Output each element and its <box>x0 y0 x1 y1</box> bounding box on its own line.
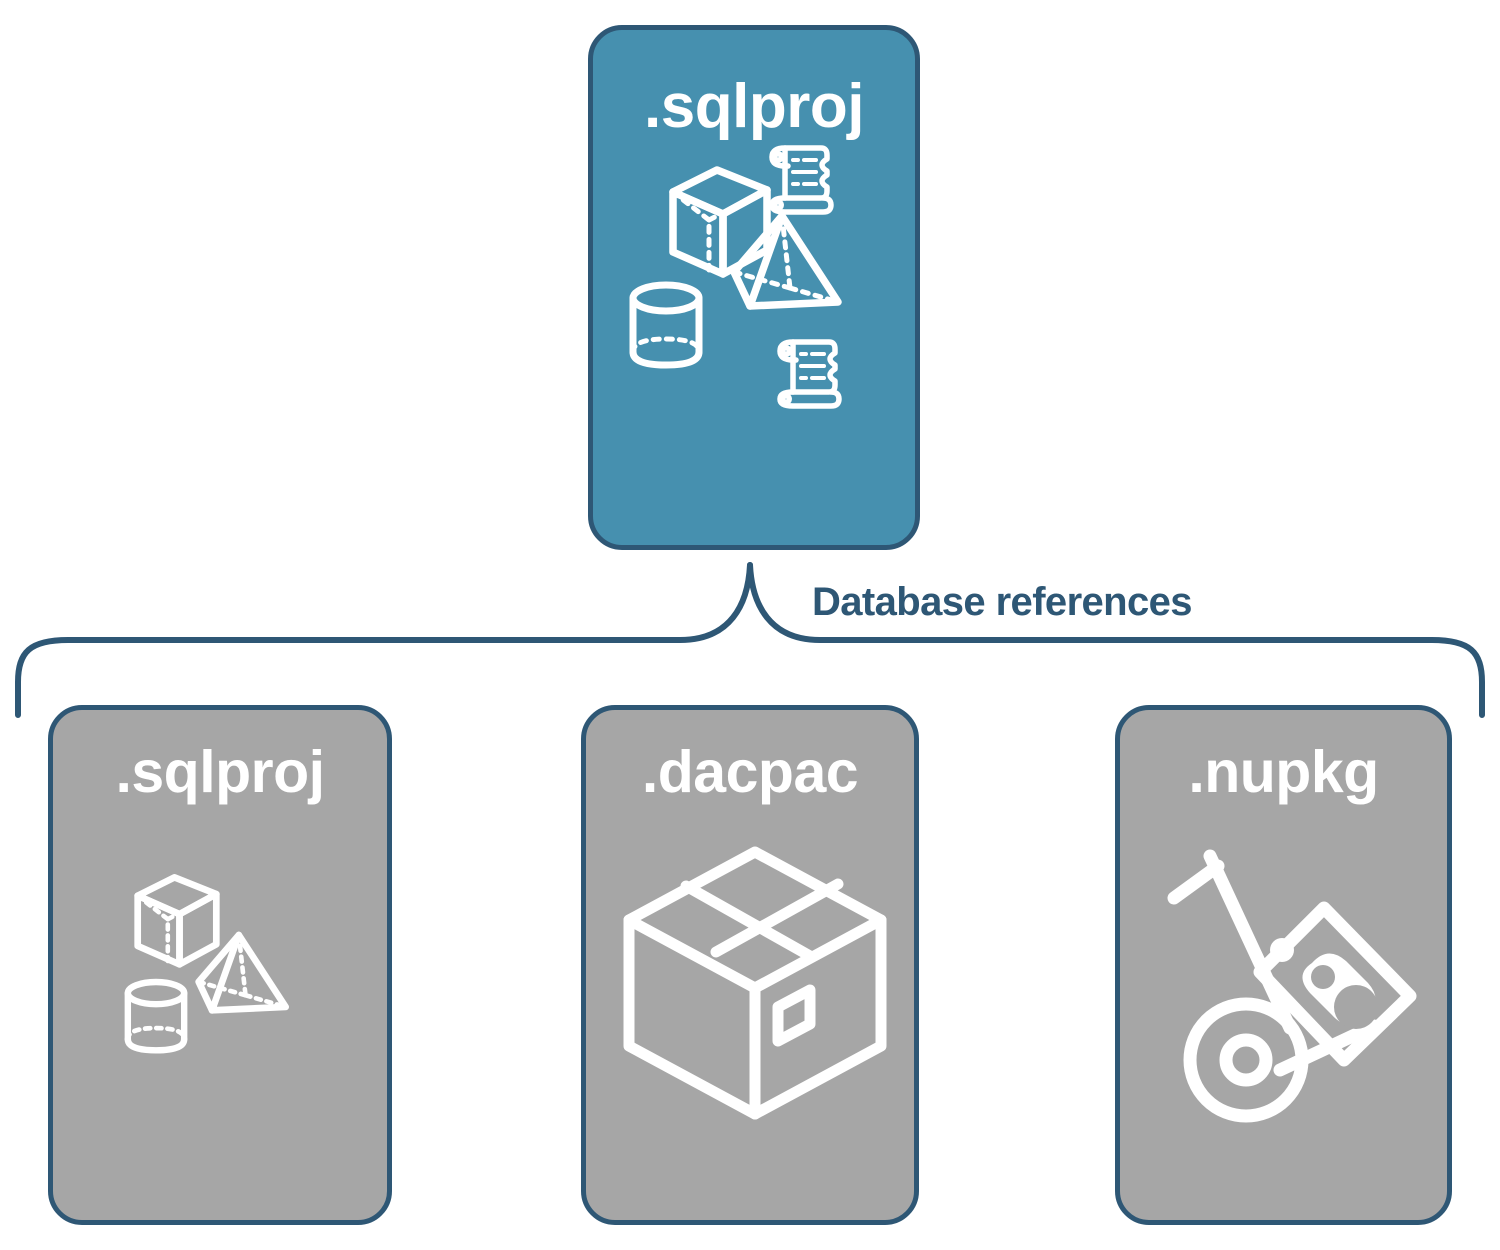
pyramid-icon <box>195 931 289 1014</box>
node-sqlproj-reference-label: .sqlproj <box>115 739 325 805</box>
scroll-icon <box>769 145 834 215</box>
node-sqlproj-reference[interactable]: .sqlproj <box>48 705 392 1225</box>
node-sqlproj-root[interactable]: .sqlproj <box>588 25 920 550</box>
scroll-icon <box>777 339 842 409</box>
node-nupkg-reference[interactable]: .nupkg <box>1115 705 1452 1225</box>
database-references-label: Database references <box>812 580 1193 624</box>
node-dacpac-reference-icons <box>586 802 914 1220</box>
cylinder-icon <box>629 281 703 369</box>
node-sqlproj-root-icons <box>593 138 915 545</box>
node-dacpac-reference[interactable]: .dacpac <box>581 705 919 1225</box>
node-nupkg-reference-label: .nupkg <box>1188 739 1379 805</box>
package-box-icon <box>623 846 887 1120</box>
node-dacpac-reference-label: .dacpac <box>641 739 859 805</box>
pyramid-icon <box>730 212 842 310</box>
hand-truck-nuget-icon <box>1167 849 1417 1123</box>
node-sqlproj-root-label: .sqlproj <box>644 72 864 141</box>
node-sqlproj-reference-icons <box>53 802 387 1220</box>
cylinder-icon <box>124 978 188 1054</box>
node-nupkg-reference-icons <box>1120 802 1447 1220</box>
cube-icon <box>134 874 220 968</box>
